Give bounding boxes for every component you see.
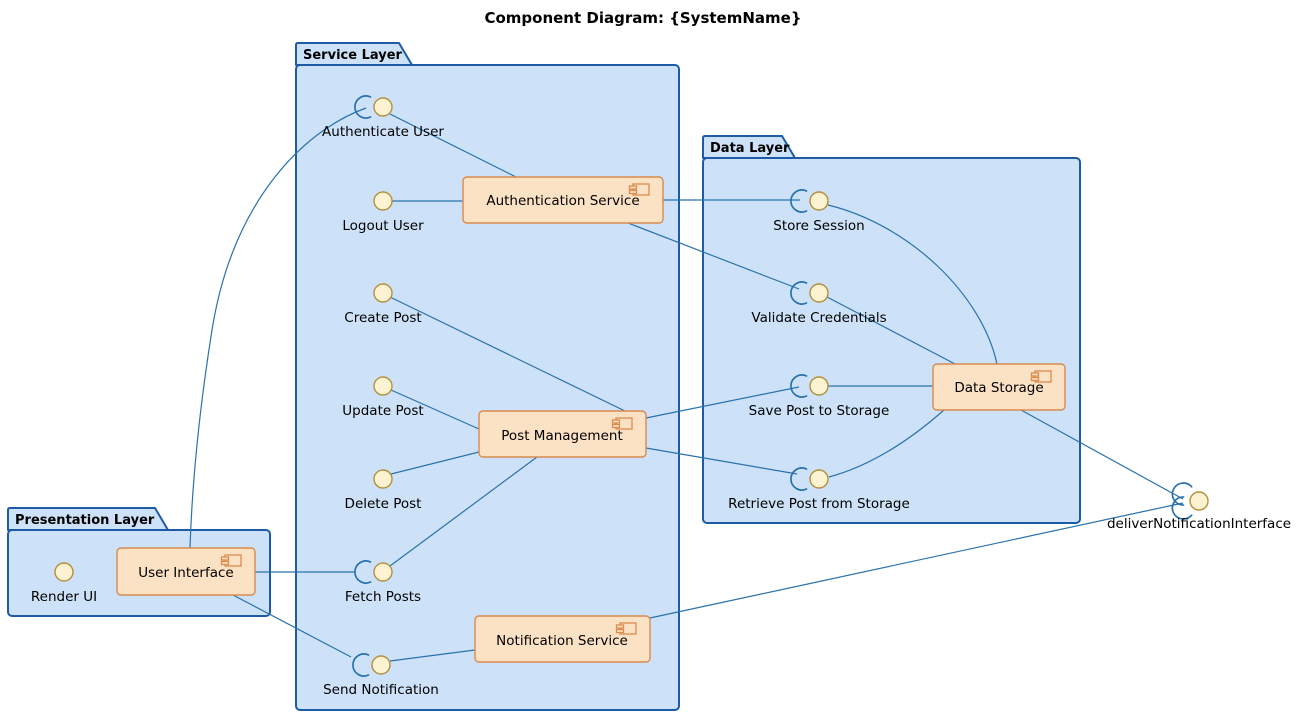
interface-circle-icon — [809, 283, 829, 303]
interface-label: Authenticate User — [322, 124, 444, 140]
interface-circle-icon — [373, 97, 393, 117]
component-notification-service: Notification Service — [474, 615, 651, 663]
interface-label: Delete Post — [345, 496, 422, 512]
interface-create-post: Create Post — [344, 283, 422, 326]
package-data-layer: Data Layer — [702, 135, 1081, 524]
component-authentication-service: Authentication Service — [462, 176, 664, 224]
component-box — [478, 410, 647, 458]
package-service-layer: Service Layer — [295, 42, 680, 711]
interface-label: Validate Credentials — [751, 310, 886, 326]
edge-create-post-to-post-management — [389, 296, 626, 412]
package-presentation-layer-title: Presentation Layer — [15, 513, 155, 528]
socket-icon — [352, 653, 370, 677]
interface-circle-icon — [373, 191, 393, 211]
interface-circle-icon — [373, 562, 393, 582]
edge-authenticate-user-to-authentication-service — [389, 113, 517, 178]
component-label: Notification Service — [496, 633, 628, 649]
interface-circle-icon — [809, 191, 829, 211]
component-icon — [615, 622, 637, 635]
interface-circle-icon — [373, 376, 393, 396]
component-icon — [628, 183, 650, 196]
interface-label: Create Post — [344, 310, 421, 326]
socket-icon — [354, 560, 372, 584]
edge-delete-post-to-post-management — [390, 451, 480, 475]
interface-circle-icon — [373, 283, 393, 303]
interface-authenticate-user: Authenticate User — [322, 95, 444, 140]
edge-post-management-to-retrieve-post-from-storage — [645, 447, 798, 475]
edge-validate-credentials-to-data-storage — [826, 296, 956, 365]
socket-icon — [1171, 482, 1193, 506]
component-label: Post Management — [501, 428, 622, 444]
interface-save-post-to-storage: Save Post to Storage — [749, 374, 890, 419]
edge-fetch-posts-to-post-management — [389, 456, 538, 567]
interface-circle-icon — [1189, 491, 1209, 511]
socket-icon — [790, 189, 808, 213]
component-label: Authentication Service — [486, 193, 639, 209]
interface-fetch-posts: Fetch Posts — [345, 560, 421, 605]
edge-data-storage-to-deliver-notification-interface — [1020, 409, 1184, 500]
interface-render-ui: Render UI — [31, 562, 97, 605]
component-box — [462, 176, 664, 224]
interface-validate-credentials: Validate Credentials — [751, 281, 887, 326]
component-icon — [1030, 370, 1052, 383]
socket-icon — [354, 95, 372, 119]
edge-user-interface-to-send-notification — [232, 594, 352, 658]
interface-logout-user: Logout User — [342, 191, 424, 234]
interface-label: Render UI — [31, 589, 97, 605]
package-service-layer-body — [295, 64, 680, 711]
interface-label: Fetch Posts — [345, 589, 421, 605]
component-icon — [220, 554, 242, 567]
package-data-layer-tab — [702, 135, 796, 159]
edge-user-interface-to-authenticate-user — [189, 107, 367, 549]
interface-circle-icon — [809, 376, 829, 396]
interface-label: Store Session — [773, 218, 864, 234]
component-label: Data Storage — [954, 380, 1043, 396]
component-box — [474, 615, 651, 663]
interface-circle-icon — [373, 469, 393, 489]
package-data-layer-body — [702, 157, 1081, 524]
socket-icon — [1171, 496, 1193, 520]
edge-notification-service-to-deliver-notification-interface — [649, 502, 1184, 619]
socket-icon — [790, 281, 808, 305]
component-box — [116, 547, 256, 596]
component-post-management: Post Management — [478, 410, 647, 458]
package-service-layer-title: Service Layer — [303, 48, 403, 63]
page-title: Component Diagram: {SystemName} — [484, 9, 801, 27]
socket-icon — [790, 374, 808, 398]
edge-post-management-to-save-post-to-storage — [645, 386, 800, 419]
package-data-layer-title: Data Layer — [710, 141, 790, 156]
interface-label: Retrieve Post from Storage — [728, 496, 910, 512]
interface-label: Send Notification — [323, 682, 439, 698]
interface-store-session: Store Session — [773, 189, 865, 234]
edge-update-post-to-post-management — [390, 389, 480, 430]
component-icon — [611, 417, 633, 430]
edge-send-notification-to-notification-service — [389, 649, 476, 662]
package-service-layer-tab — [295, 42, 413, 66]
interface-label: Update Post — [342, 403, 423, 419]
interface-update-post: Update Post — [342, 376, 424, 419]
interface-delete-post: Delete Post — [345, 469, 422, 512]
component-user-interface: User Interface — [116, 547, 256, 596]
component-label: User Interface — [138, 565, 234, 581]
interface-retrieve-post-from-storage: Retrieve Post from Storage — [728, 467, 910, 512]
interface-circle-icon — [371, 655, 391, 675]
interface-label: deliverNotificationInterface — [1107, 516, 1291, 532]
interface-circle-icon — [809, 469, 829, 489]
socket-icon — [790, 467, 808, 491]
interface-deliver-notification-interface: deliverNotificationInterface — [1107, 482, 1291, 532]
interface-label: Logout User — [342, 218, 424, 234]
edge-authentication-service-to-validate-credentials — [627, 222, 800, 290]
interface-send-notification: Send Notification — [323, 653, 439, 698]
package-presentation-layer-tab — [7, 507, 169, 531]
edge-store-session-to-data-storage — [827, 204, 998, 365]
edge-data-storage-to-retrieve-post-from-storage — [828, 409, 945, 478]
interface-circle-icon — [54, 562, 74, 582]
component-data-storage: Data Storage — [932, 363, 1066, 411]
interface-label: Save Post to Storage — [749, 403, 890, 419]
